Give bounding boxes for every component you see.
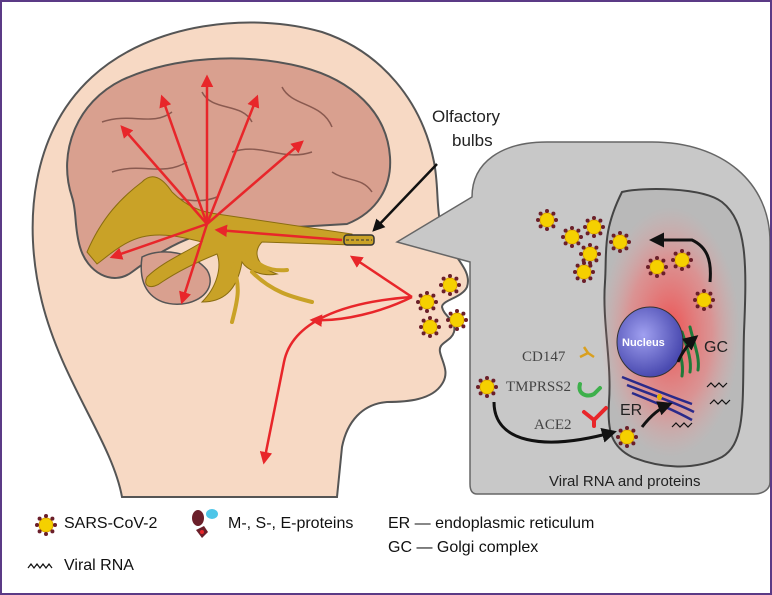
brain-folds — [96, 86, 373, 233]
cd147-receptor — [579, 346, 595, 359]
legend-rna-icon — [27, 563, 53, 569]
tmprss2-label: TMPRSS2 — [506, 379, 571, 395]
er-label: ER — [620, 402, 642, 419]
legend-er: ER — endoplasmic reticulum — [388, 515, 595, 532]
red-spread-arrows — [109, 74, 413, 465]
bulbs-pointer-arrow — [372, 163, 438, 232]
olfactory-label-line2: bulbs — [452, 131, 493, 150]
legend-virus-icon — [34, 513, 58, 537]
legend-proteins-icon — [192, 509, 218, 538]
viral-rna-squiggles — [671, 382, 731, 428]
cd147-label: CD147 — [522, 349, 566, 365]
protein-plus — [657, 394, 662, 400]
legend-viral-rna: Viral RNA — [64, 557, 134, 574]
olfactory-label-line1: Olfactory — [432, 107, 501, 126]
cell-process-arrows — [492, 232, 712, 444]
ace2-receptor — [582, 406, 608, 428]
ace2-label: ACE2 — [534, 417, 572, 433]
legend-proteins: M-, S-, E-proteins — [228, 515, 354, 532]
gc-label: GC — [704, 339, 728, 356]
tmprss2-receptor — [577, 382, 602, 398]
nucleus-label: Nucleus — [622, 337, 665, 349]
legend-gc: GC — Golgi complex — [388, 539, 539, 556]
legend-sars: SARS-CoV-2 — [64, 515, 158, 532]
viral-rna-proteins-label: Viral RNA and proteins — [549, 473, 700, 490]
